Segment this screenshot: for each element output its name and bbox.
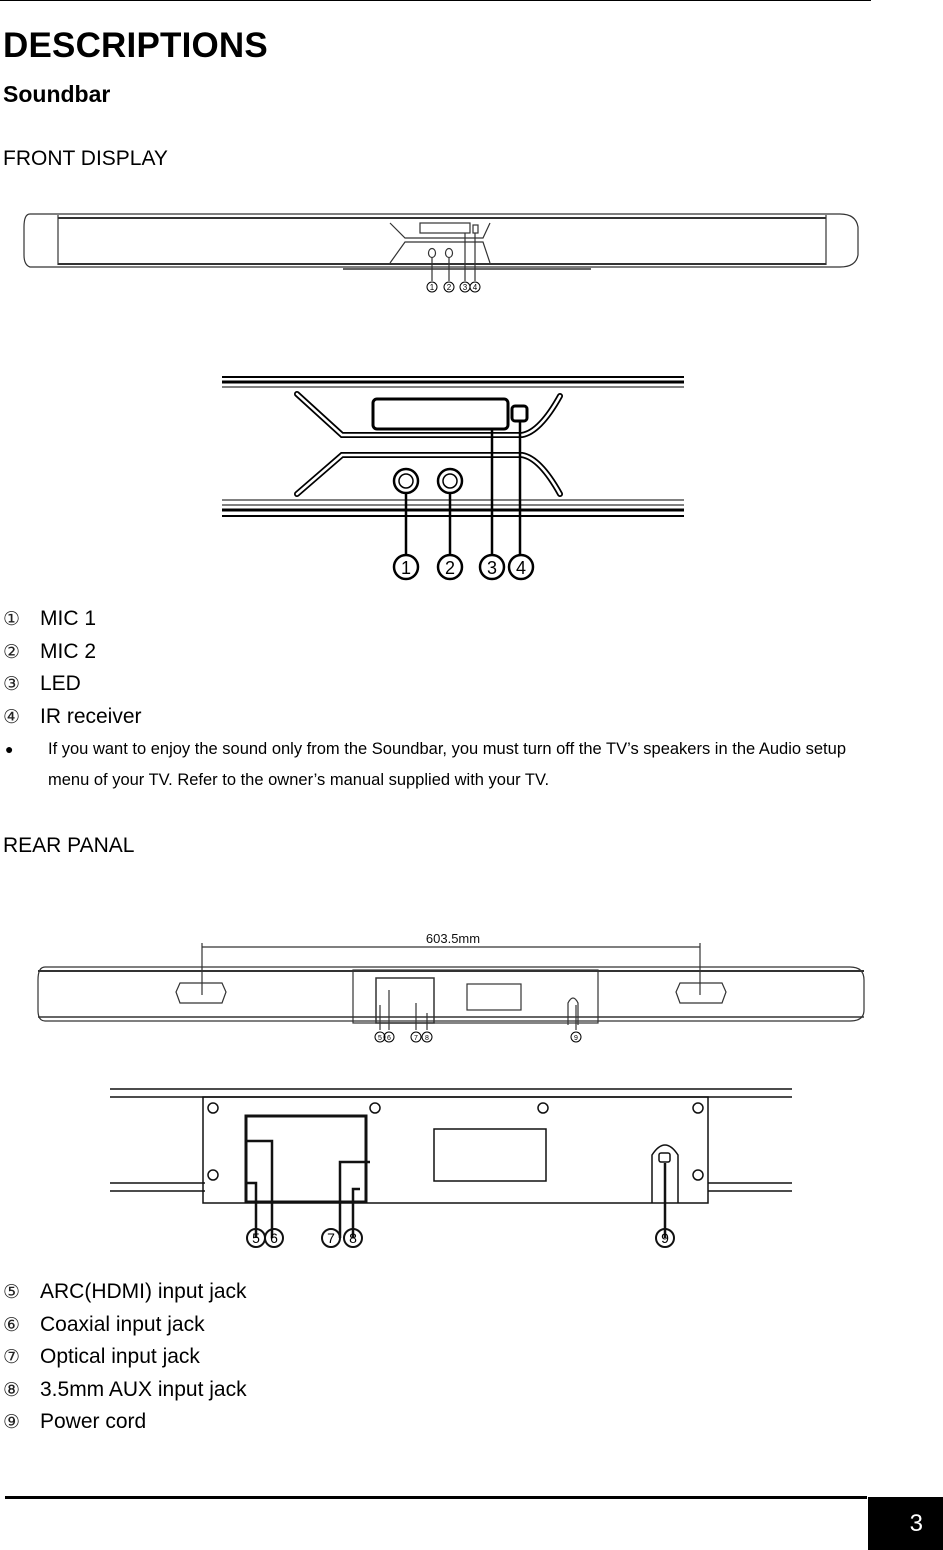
item-label: Coaxial input jack: [40, 1312, 205, 1336]
svg-text:6: 6: [270, 1230, 278, 1246]
item-label: LED: [40, 672, 81, 696]
rear-panel-detail-figure: 5 6 7 8 9: [110, 1088, 792, 1248]
callout-number: ②: [3, 640, 21, 663]
rear-panel-heading: REAR PANAL: [3, 834, 135, 857]
svg-text:8: 8: [425, 1035, 429, 1042]
front-soundbar-overview-figure: 1 2 3 4: [23, 213, 859, 293]
svg-text:5: 5: [252, 1230, 260, 1246]
svg-text:2: 2: [445, 558, 455, 578]
svg-text:6: 6: [387, 1035, 391, 1042]
svg-text:2: 2: [447, 283, 452, 292]
note-text: If you want to enjoy the sound only from…: [48, 740, 846, 789]
callout-number: ①: [3, 608, 21, 630]
svg-text:4: 4: [516, 558, 526, 578]
front-display-heading: FRONT DISPLAY: [3, 147, 168, 170]
front-panel-detail-figure: 1 2 3 4: [222, 376, 684, 581]
tv-speaker-note: ● If you want to enjoy the sound only fr…: [3, 734, 863, 796]
svg-text:1: 1: [430, 283, 435, 292]
header-rule: [0, 0, 871, 1]
dimension-label: 603.5mm: [426, 931, 480, 946]
callout-number: ⑨: [3, 1411, 21, 1434]
svg-text:7: 7: [414, 1035, 418, 1042]
item-label: ARC(HDMI) input jack: [40, 1280, 247, 1303]
list-item: ⑥ Coaxial input jack: [3, 1309, 247, 1342]
item-label: MIC 2: [40, 639, 97, 663]
list-item: ⑤ ARC(HDMI) input jack: [3, 1276, 247, 1309]
front-parts-list: ① MIC 1 ② MIC 2 ③ LED ④ IR receiver: [3, 603, 142, 733]
item-label: Optical input jack: [40, 1345, 200, 1369]
callout-number: ③: [3, 673, 21, 696]
page-number: 3: [868, 1497, 943, 1550]
list-item: ② MIC 2: [3, 636, 142, 669]
list-item: ③ LED: [3, 668, 142, 701]
list-item: ⑨ Power cord: [3, 1406, 247, 1439]
callout-number: ④: [3, 705, 21, 728]
callout-number: ⑦: [3, 1346, 21, 1369]
callout-number: ⑧: [3, 1378, 21, 1401]
svg-text:8: 8: [349, 1230, 357, 1246]
item-label: 3.5mm AUX input jack: [40, 1377, 247, 1401]
svg-text:7: 7: [327, 1230, 335, 1246]
list-item: ④ IR receiver: [3, 701, 142, 734]
page-subtitle: Soundbar: [3, 81, 111, 107]
item-label: MIC 1: [40, 607, 97, 630]
item-label: IR receiver: [40, 704, 142, 728]
callout-number: ⑥: [3, 1313, 21, 1336]
item-label: Power cord: [40, 1410, 147, 1434]
rear-soundbar-overview-figure: 603.5mm 5 6 7 8 9: [37, 931, 865, 1043]
rear-parts-list: ⑤ ARC(HDMI) input jack ⑥ Coaxial input jac…: [3, 1276, 247, 1439]
page-title: DESCRIPTIONS: [3, 26, 268, 65]
list-item: ⑦ Optical input jack: [3, 1341, 247, 1374]
svg-text:9: 9: [574, 1035, 578, 1042]
callout-number: ⑤: [3, 1281, 21, 1303]
list-item: ⑧ 3.5mm AUX input jack: [3, 1374, 247, 1407]
bullet-icon: ●: [5, 741, 14, 757]
svg-text:3: 3: [487, 558, 497, 578]
svg-text:9: 9: [661, 1230, 669, 1246]
list-item: ① MIC 1: [3, 603, 142, 636]
svg-text:4: 4: [473, 283, 478, 292]
footer-rule: [5, 1496, 867, 1499]
svg-text:3: 3: [463, 283, 468, 292]
svg-text:5: 5: [378, 1035, 382, 1042]
svg-text:1: 1: [401, 558, 411, 578]
